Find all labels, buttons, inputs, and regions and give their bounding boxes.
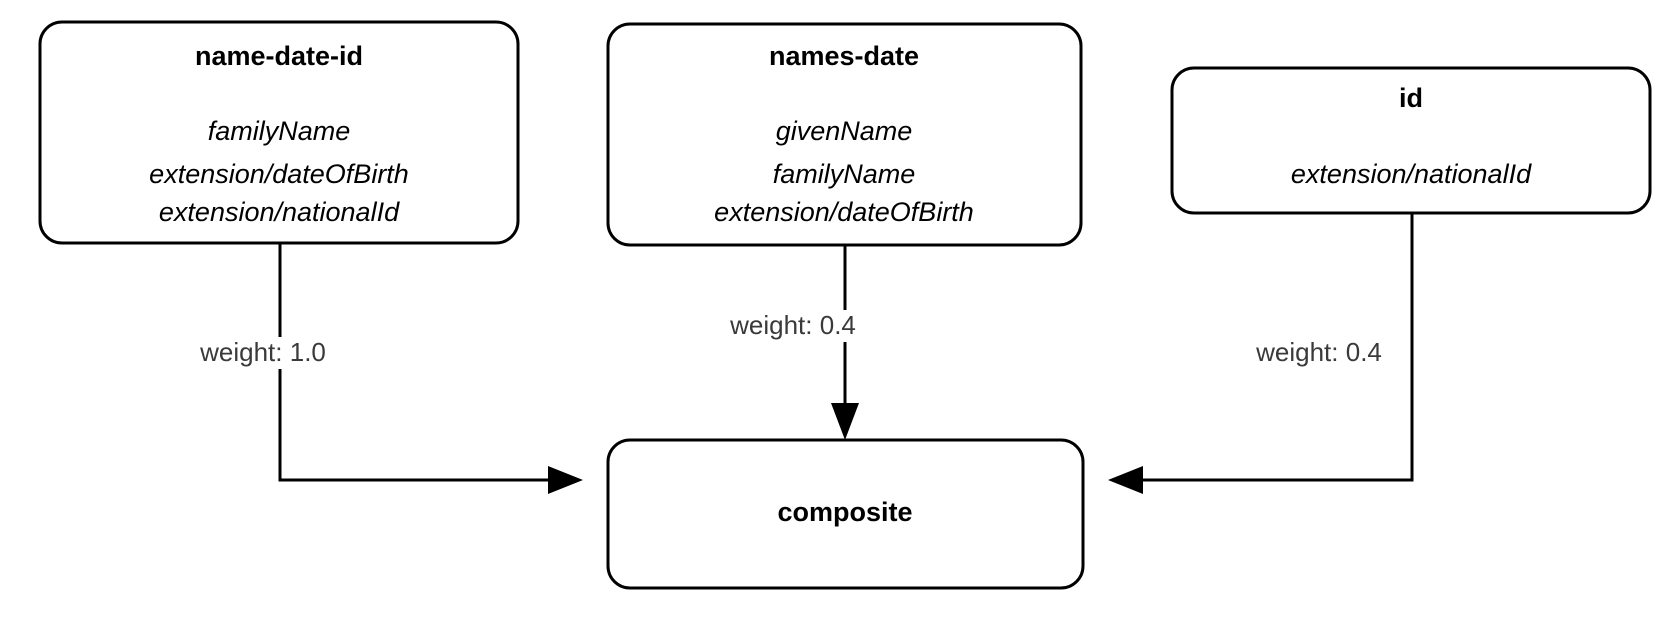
node-name-date-id-field-2: extension/nationalId xyxy=(159,197,400,227)
node-names-date-field-2: extension/dateOfBirth xyxy=(714,197,974,227)
edge-name-date-id-to-composite[interactable]: weight: 1.0 xyxy=(178,243,583,494)
node-id-shape xyxy=(1170,66,1652,215)
node-id-field-0: extension/nationalId xyxy=(1291,159,1532,189)
node-composite-title: composite xyxy=(777,497,912,527)
node-name-date-id-title: name-date-id xyxy=(195,41,363,71)
node-name-date-id-field-0: familyName xyxy=(208,116,351,146)
edge-line-3 xyxy=(1143,213,1414,482)
arrow-right-icon xyxy=(548,466,583,494)
node-id[interactable]: id extension/nationalId xyxy=(1170,66,1652,215)
node-names-date-field-1: familyName xyxy=(773,159,916,189)
node-composite[interactable]: composite xyxy=(606,438,1085,590)
node-name-date-id[interactable]: name-date-id familyName extension/dateOf… xyxy=(38,20,520,245)
node-name-date-id-field-1: extension/dateOfBirth xyxy=(149,159,409,189)
node-names-date-field-0: givenName xyxy=(776,116,913,146)
edge-label-weight-1: weight: 1.0 xyxy=(199,337,326,367)
node-composite-shape xyxy=(606,438,1085,590)
edge-names-date-to-composite[interactable]: weight: 0.4 xyxy=(708,245,878,440)
node-names-date-title: names-date xyxy=(769,41,919,71)
arrow-left-icon xyxy=(1108,466,1143,494)
node-names-date-shape xyxy=(606,22,1083,247)
node-name-date-id-shape xyxy=(38,20,520,245)
node-names-date[interactable]: names-date givenName familyName extensio… xyxy=(606,22,1083,247)
edge-id-to-composite[interactable]: weight: 0.4 xyxy=(1108,213,1414,494)
arrow-down-icon xyxy=(831,403,859,440)
edge-label-3-backdrop xyxy=(1234,337,1404,369)
edge-label-weight-2: weight: 0.4 xyxy=(729,310,856,340)
edge-label-weight-3: weight: 0.4 xyxy=(1255,337,1382,367)
edge-line-1 xyxy=(278,243,548,482)
node-id-title: id xyxy=(1399,83,1423,113)
edge-label-2-backdrop xyxy=(708,310,878,342)
edge-label-1-backdrop xyxy=(178,337,348,369)
